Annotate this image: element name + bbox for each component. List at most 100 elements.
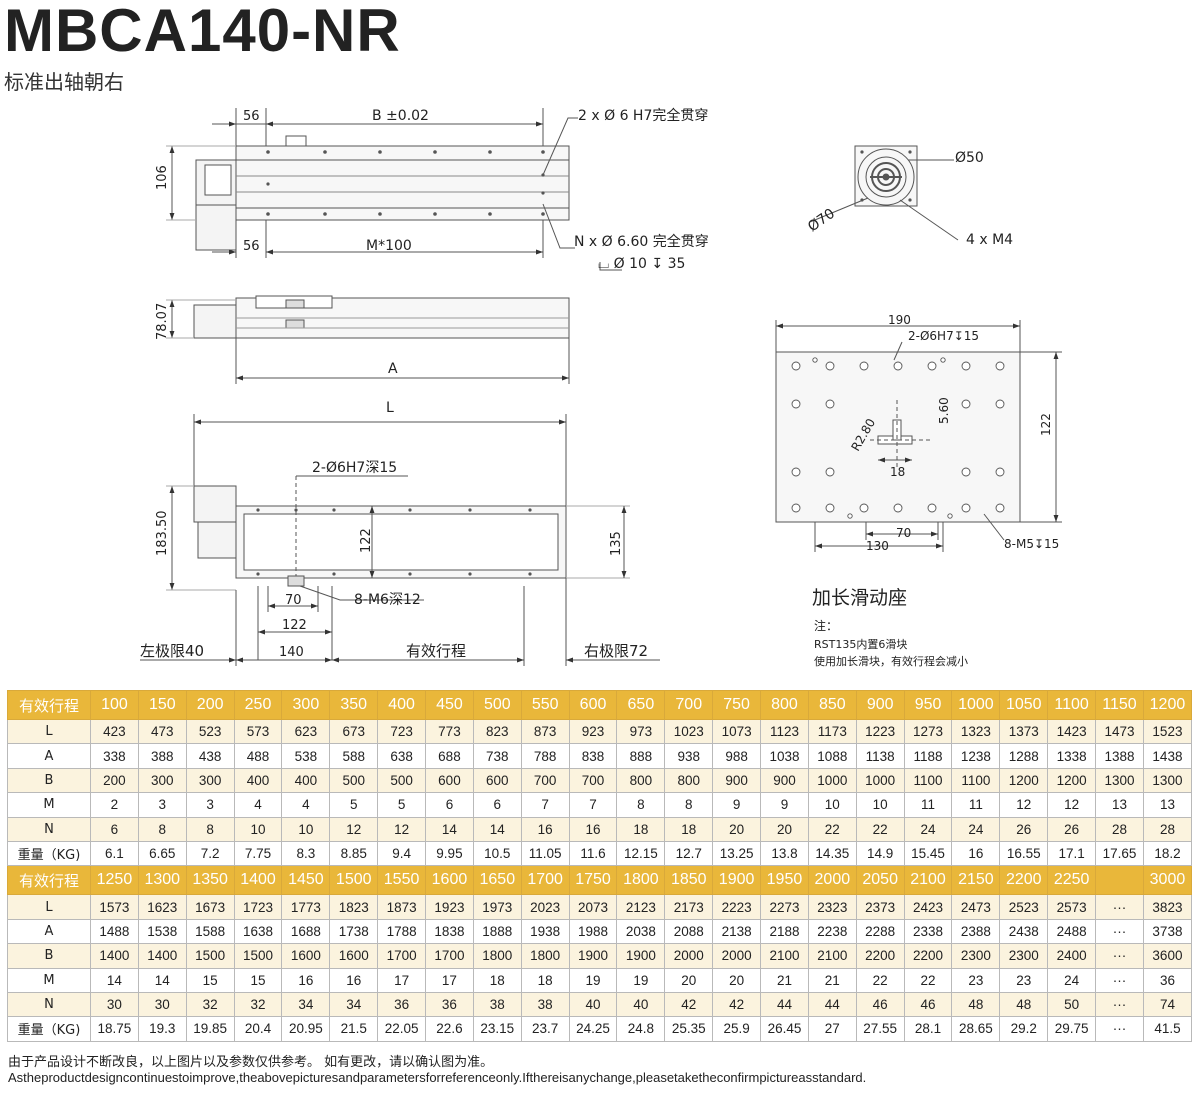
table-cell: 473 <box>137 718 187 745</box>
carriage-plate <box>775 320 1062 552</box>
table-cell: 1088 <box>807 743 857 769</box>
table-cell: 2088 <box>664 918 714 945</box>
table-cell: 1773 <box>281 894 331 920</box>
table-cell: 19.3 <box>137 1016 187 1042</box>
table-cell: 1738 <box>329 918 379 945</box>
table-cell: 6.1 <box>90 840 139 867</box>
stroke-header-cell: 500 <box>472 690 522 720</box>
table-cell: 2388 <box>951 918 1001 945</box>
table-cell: 900 <box>760 767 809 794</box>
table-cell: 24.8 <box>616 1016 666 1042</box>
table-cell: 1538 <box>137 918 187 945</box>
table-cell: 600 <box>472 767 522 794</box>
table-cell: 2338 <box>903 918 953 945</box>
stroke-header-cell: 700 <box>664 690 714 720</box>
page-subtitle: 标准出轴朝右 <box>4 70 124 94</box>
table-cell: ··· <box>1095 894 1144 920</box>
dim-78: 78.07 <box>155 303 170 340</box>
table-cell: 2000 <box>712 943 762 969</box>
table-cell: 36 <box>425 991 474 1018</box>
table-cell: 44 <box>760 991 809 1018</box>
stroke-header-cell: 650 <box>616 690 666 720</box>
thread-m5: 8-M5↧15 <box>1004 537 1059 551</box>
table-cell: 438 <box>185 743 235 769</box>
table-cell: 938 <box>664 743 714 769</box>
row-label: N <box>7 991 91 1018</box>
table-cell: 11.6 <box>568 840 618 867</box>
table-cell: 11 <box>903 792 953 818</box>
table-cell: 2523 <box>999 894 1049 920</box>
table-cell: 7 <box>520 792 570 818</box>
table-cell: 1338 <box>1047 743 1097 769</box>
table-cell: 14.9 <box>855 840 905 867</box>
table-cell: 10 <box>855 792 905 818</box>
table-cell: 1938 <box>520 918 570 945</box>
row-label: 重量（KG) <box>7 1016 91 1042</box>
table-cell: 2438 <box>999 918 1049 945</box>
table-cell: 900 <box>712 767 762 794</box>
table-cell: 10.5 <box>472 840 522 867</box>
stroke-header-cell: 1150 <box>1095 690 1144 720</box>
table-cell: 14 <box>137 967 187 993</box>
table-cell: 15 <box>185 967 235 993</box>
table-cell: 2038 <box>616 918 666 945</box>
table-cell: 17 <box>425 967 474 993</box>
pin-spec-carriage: 2-Ø6H7↧15 <box>908 329 979 343</box>
table-cell: 30 <box>90 991 139 1018</box>
table-cell: 18.75 <box>90 1016 139 1042</box>
stroke-header-cell: 1400 <box>233 865 283 896</box>
table-cell: 11 <box>951 792 1001 818</box>
table-cell: 1600 <box>329 943 379 969</box>
table-cell: 16.55 <box>999 840 1049 867</box>
footer-note-cn: 由于产品设计不断改良，以上图片以及参数仅供参考。 如有更改，请以确认图为准。 <box>8 1055 494 1070</box>
table-cell: 1038 <box>760 743 809 769</box>
dim-122-horizontal: 122 <box>282 618 307 633</box>
table-cell: 2323 <box>807 894 857 920</box>
counterbore-spec: ⌴ Ø 10 ↧ 35 <box>598 256 685 272</box>
table-cell: 12 <box>1047 792 1097 818</box>
table-cell: ··· <box>1095 943 1144 969</box>
table-cell: 22 <box>855 816 905 842</box>
bottom-view <box>140 414 660 666</box>
table-cell: 41.5 <box>1142 1016 1193 1042</box>
table-cell: 13.25 <box>712 840 762 867</box>
dim-5-60: 5.60 <box>937 397 951 424</box>
table-cell: 1388 <box>1095 743 1144 769</box>
table-cell: 18 <box>520 967 570 993</box>
table-cell: 19.85 <box>185 1016 235 1042</box>
table-cell: 2138 <box>712 918 762 945</box>
table-cell: 888 <box>616 743 666 769</box>
table-cell: 2573 <box>1047 894 1097 920</box>
table-cell: 14 <box>90 967 139 993</box>
table-cell: 1273 <box>903 718 953 745</box>
stroke-header-cell: 1300 <box>137 865 187 896</box>
stroke-header-cell: 1250 <box>90 865 139 896</box>
table-cell: 15 <box>233 967 283 993</box>
table-cell: 46 <box>855 991 905 1018</box>
table-cell: 3 <box>137 792 187 818</box>
note-label: 注： <box>814 618 838 633</box>
table-cell: 500 <box>329 767 379 794</box>
table-cell: 21 <box>807 967 857 993</box>
pin-spec: 2-Ø6H7深15 <box>312 460 397 476</box>
stroke-header-cell: 950 <box>903 690 953 720</box>
table-cell: 1923 <box>425 894 474 920</box>
table-cell: 1400 <box>90 943 139 969</box>
table-cell: 573 <box>233 718 283 745</box>
table-cell: 2188 <box>760 918 809 945</box>
stroke-header-cell: 2200 <box>999 865 1049 896</box>
dia-70: Ø70 <box>805 206 838 236</box>
table-cell: 5 <box>329 792 379 818</box>
dim-122-carriage: 122 <box>1039 413 1053 436</box>
row-label: M <box>7 967 91 993</box>
dim-56-top: 56 <box>243 109 260 124</box>
table-cell: 8.3 <box>281 840 331 867</box>
table-cell: 1100 <box>903 767 953 794</box>
table-cell: 48 <box>999 991 1049 1018</box>
stroke-header-cell: 2050 <box>855 865 905 896</box>
note-line-2: 使用加长滑块，有效行程会减小 <box>814 654 968 668</box>
table-cell: 26 <box>1047 816 1097 842</box>
stroke-header-cell: 200 <box>185 690 235 720</box>
